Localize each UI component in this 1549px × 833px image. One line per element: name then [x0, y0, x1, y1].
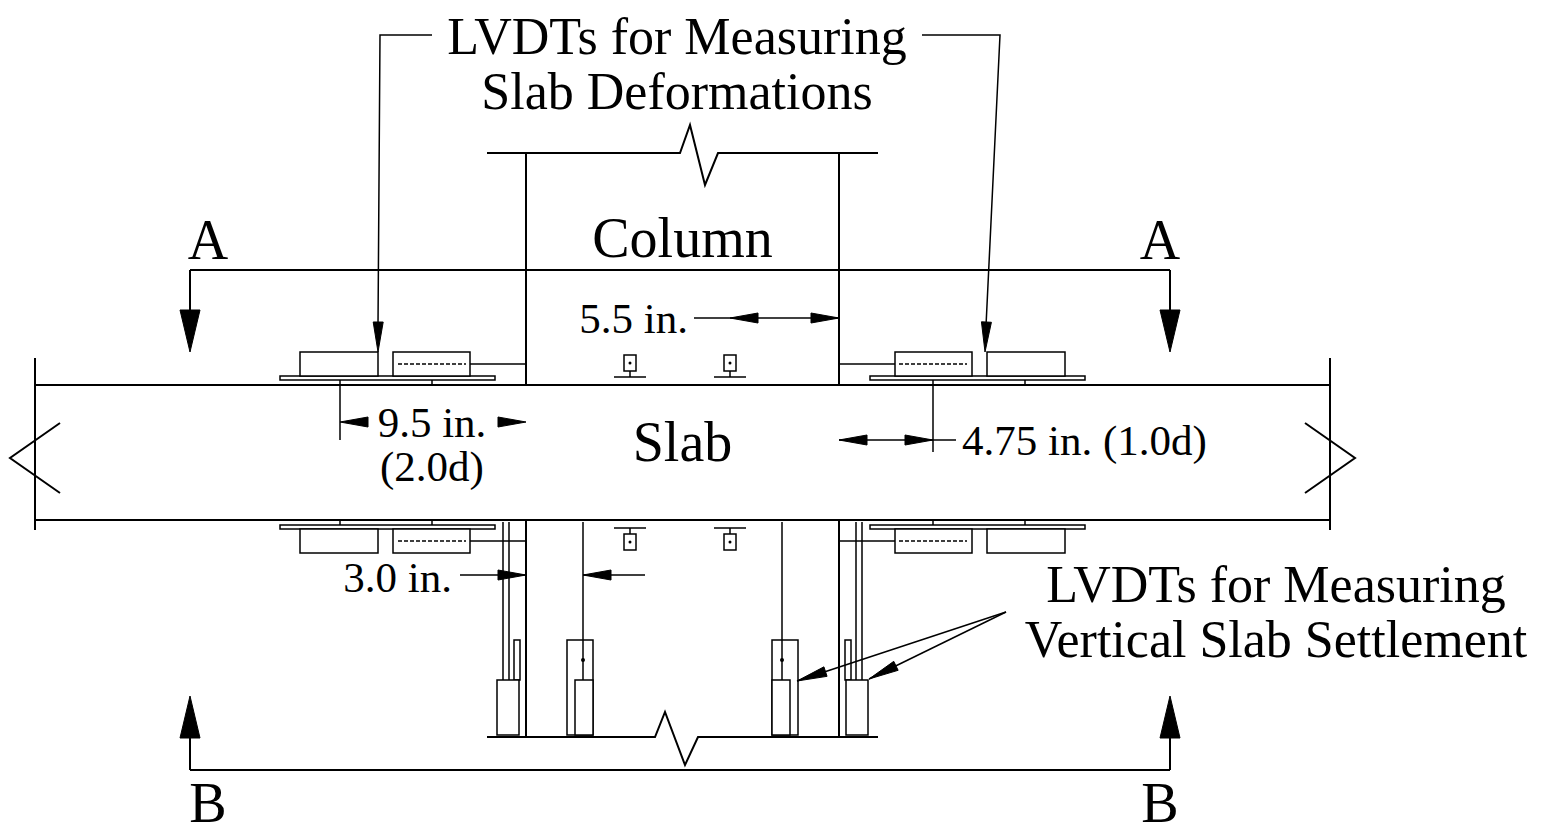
lvdt-body: [575, 680, 593, 735]
lvdt-rod: [470, 363, 526, 365]
extension-line: [932, 385, 934, 452]
lvdt-rod: [839, 540, 895, 542]
lvdt-rod: [839, 363, 895, 365]
lvdt-core: [393, 529, 470, 553]
lvdt-core-dash: [398, 363, 466, 365]
arrowhead: [905, 435, 933, 445]
section-letter: A: [188, 212, 228, 268]
target-dot: [581, 658, 585, 662]
lvdt-guide: [845, 640, 851, 680]
dimension-label: 4.75 in. (1.0d): [962, 419, 1207, 462]
target-dot: [629, 541, 632, 544]
lvdt-rod: [470, 540, 526, 542]
dimension-label: 3.0 in.: [343, 556, 452, 599]
section-letter: A: [1140, 212, 1180, 268]
lvdt-core-dash: [398, 540, 466, 542]
lvdt-core: [393, 352, 470, 376]
lvdt-core-dash: [899, 540, 967, 542]
callout-label: LVDTs for Measuring Slab Deformations: [407, 9, 947, 119]
lvdt-rod: [781, 522, 783, 680]
leader-line: [922, 35, 1000, 326]
lvdt-body: [987, 529, 1065, 553]
slab-outline: [35, 385, 1330, 520]
dimension-label: 9.5 in.: [378, 401, 487, 444]
dimension-label: 5.5 in.: [579, 297, 688, 340]
leader-line: [378, 35, 432, 326]
arrowhead: [839, 435, 867, 445]
lvdt-body: [497, 680, 519, 735]
arrowhead: [180, 310, 200, 352]
mounting-post: [340, 380, 432, 385]
arrowhead: [498, 570, 526, 580]
target-dot: [629, 362, 632, 365]
slab-break: [1305, 358, 1355, 530]
lvdt-housing: [772, 640, 798, 735]
lvdt-core-dash: [899, 363, 967, 365]
target-dot: [780, 658, 784, 662]
section-letter: B: [1141, 775, 1178, 831]
target-dot: [729, 541, 732, 544]
extension-line: [339, 385, 341, 440]
dimension-label: (2.0d): [380, 445, 484, 488]
arrowhead: [981, 322, 991, 352]
break-line: [487, 712, 878, 765]
target-block: [724, 534, 736, 550]
target-dot: [729, 362, 732, 365]
arrowhead: [583, 570, 611, 580]
lvdt-rod: [856, 522, 862, 680]
lvdt-body: [772, 680, 790, 735]
callout-label: LVDTs for Measuring Vertical Slab Settle…: [1011, 557, 1541, 667]
target-block: [624, 534, 636, 550]
arrowhead: [797, 667, 827, 681]
lvdt-core: [895, 529, 972, 553]
column: Column: [526, 153, 839, 385]
target-block: [624, 355, 636, 371]
arrowhead: [498, 417, 526, 427]
lvdt-guide: [514, 640, 520, 680]
arrowhead: [1160, 310, 1180, 352]
section-letter: B: [189, 775, 226, 831]
lvdt-rod: [582, 522, 584, 680]
arrowhead: [811, 313, 839, 323]
arrowhead: [180, 696, 200, 738]
arrowhead: [373, 322, 383, 352]
slab-break: [10, 358, 60, 530]
target-plate: [614, 528, 746, 534]
target-plate: [614, 371, 746, 377]
dimension-line: [460, 574, 645, 576]
arrowhead: [730, 313, 758, 323]
lvdt-rod: [503, 522, 509, 680]
lvdt-body: [846, 680, 868, 735]
column-outline: [526, 520, 839, 737]
section-line: [190, 738, 1170, 770]
node-label: Column: [526, 210, 839, 266]
lvdt-housing: [567, 640, 593, 735]
lvdt-body: [300, 352, 378, 376]
lvdt-core: [895, 352, 972, 376]
mounting-post: [933, 520, 1025, 525]
break-line: [487, 125, 878, 185]
leader-line: [797, 612, 1006, 681]
mounting-post: [340, 520, 432, 525]
target-block: [724, 355, 736, 371]
arrowhead: [340, 417, 368, 427]
leader-line: [869, 612, 1006, 679]
mounting-post: [933, 380, 1025, 385]
arrowhead: [1160, 696, 1180, 738]
arrowhead: [869, 661, 898, 679]
lvdt-body: [987, 352, 1065, 376]
lvdt-body: [300, 529, 378, 553]
